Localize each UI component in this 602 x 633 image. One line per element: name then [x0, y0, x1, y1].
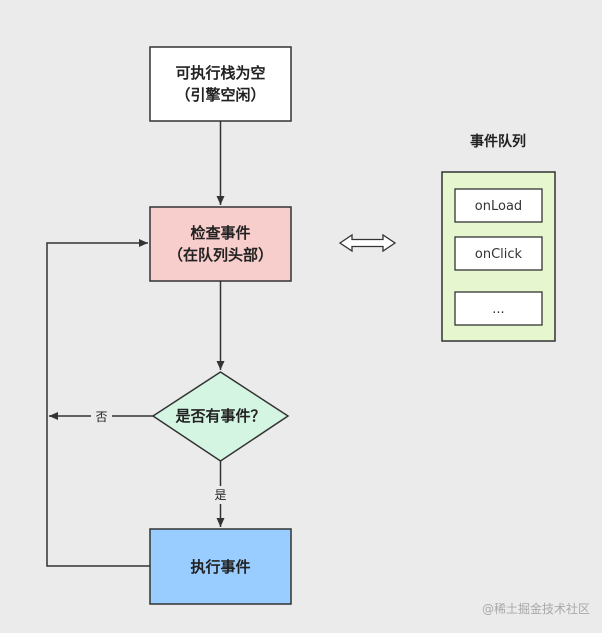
- node-has-event-label: 是否有事件？: [174, 407, 265, 425]
- node-check-event-line1: 检查事件: [190, 224, 250, 242]
- node-check-event: 检查事件 （在队列头部）: [149, 206, 292, 282]
- double-arrow-icon: [338, 233, 397, 253]
- event-queue: onLoad onClick ...: [441, 171, 556, 342]
- queue-item-ellipsis: ...: [492, 302, 504, 317]
- node-check-event-line2: （在队列头部）: [168, 246, 273, 264]
- node-has-event-decision: 是否有事件？: [151, 371, 290, 462]
- edge-yes-label-bg: [210, 486, 231, 504]
- queue-item: onClick: [454, 236, 543, 271]
- queue-item-onload: onLoad: [475, 199, 522, 214]
- queue-item: onLoad: [454, 188, 543, 223]
- edge-no-label: 否: [95, 410, 107, 424]
- queue-item-onclick-box: [454, 236, 543, 271]
- edge-no-label-bg: [91, 408, 112, 425]
- node-engine-idle: 可执行栈为空 （引擎空闲）: [149, 46, 292, 122]
- node-execute-event: 执行事件: [149, 528, 292, 605]
- watermark: @稀土掘金技术社区: [481, 602, 590, 616]
- event-queue-title: 事件队列: [470, 133, 526, 150]
- node-engine-idle-line1: 可执行栈为空: [175, 64, 265, 82]
- queue-item: ...: [454, 291, 543, 326]
- node-engine-idle-line2: （引擎空闲）: [175, 86, 265, 104]
- queue-item-ellipsis-box: [454, 291, 543, 326]
- node-check-event-box: [149, 206, 292, 282]
- node-execute-event-label: 执行事件: [190, 558, 250, 576]
- edge-loop-back: [46, 239, 150, 567]
- node-engine-idle-box: [149, 46, 292, 122]
- edge-yes-label: 是: [214, 488, 226, 502]
- queue-item-onclick: onClick: [475, 247, 523, 262]
- queue-item-onload-box: [454, 188, 543, 223]
